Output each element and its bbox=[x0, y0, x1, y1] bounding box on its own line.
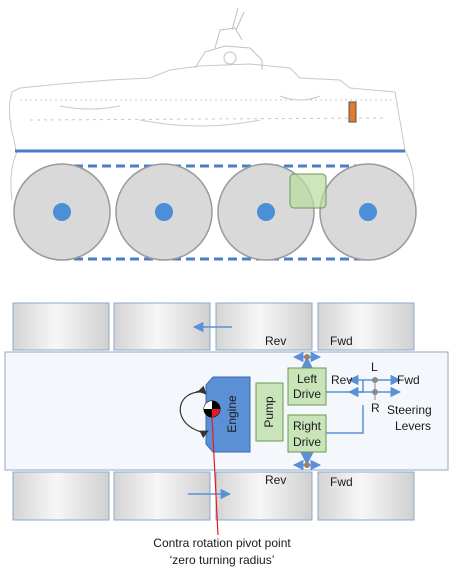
track-panel bbox=[317, 471, 415, 521]
drive-location-highlight bbox=[289, 173, 327, 209]
left-drive-box: Left Drive bbox=[287, 367, 327, 406]
rotation-arrow-icon bbox=[195, 385, 207, 395]
road-wheels bbox=[13, 163, 417, 261]
lower-track-panels bbox=[12, 471, 415, 521]
left-drive-track-connector bbox=[292, 351, 322, 371]
right-drive-label-line2: Drive bbox=[293, 435, 321, 449]
orange-lever-marker bbox=[348, 101, 357, 123]
rev-label-top: Rev bbox=[265, 334, 286, 348]
lever-r-label: R bbox=[371, 401, 380, 415]
left-drive-label-line1: Left bbox=[297, 372, 318, 386]
track-panel bbox=[12, 471, 110, 521]
fwd-label-bottom: Fwd bbox=[330, 475, 353, 489]
wheel-hub bbox=[53, 203, 71, 221]
turret-sketch bbox=[194, 7, 263, 70]
pump-label: Pump bbox=[262, 396, 276, 428]
pump-block: Pump bbox=[255, 382, 284, 442]
engine-block: Engine bbox=[205, 376, 251, 453]
vehicle-side-view bbox=[8, 7, 417, 261]
pivot-leader-line bbox=[211, 416, 219, 536]
track-panel bbox=[113, 471, 211, 521]
rev-label-bottom: Rev bbox=[265, 473, 286, 487]
right-drive-label-line1: Right bbox=[293, 419, 322, 433]
track-panel bbox=[12, 302, 110, 351]
top-down-schematic: Rev Fwd Rev Fwd Engine Pump Left bbox=[4, 302, 449, 567]
wheel-hub bbox=[359, 203, 377, 221]
rotation-arrow-icon bbox=[179, 391, 209, 439]
track-panel bbox=[215, 471, 313, 521]
track-panel bbox=[317, 302, 415, 351]
steering-levers-label-line2: Levers bbox=[395, 419, 431, 433]
fwd-label-mid: Fwd bbox=[397, 373, 420, 387]
steering-levers-label-line1: Steering bbox=[387, 403, 432, 417]
left-drive-label-line2: Drive bbox=[293, 387, 321, 401]
pivot-point-icon bbox=[203, 400, 221, 418]
engine-label: Engine bbox=[225, 395, 239, 433]
lever-r bbox=[347, 386, 402, 400]
wheel-hub bbox=[257, 203, 275, 221]
right-drive-box: Right Drive bbox=[287, 414, 327, 453]
pivot-caption-line1: Contra rotation pivot point bbox=[153, 536, 291, 550]
wheel-hub bbox=[155, 203, 173, 221]
fwd-label-top: Fwd bbox=[330, 334, 353, 348]
pivot-caption-line2: ‘zero turning radius’ bbox=[170, 553, 275, 567]
right-drive-track-connector bbox=[292, 451, 322, 471]
lever-l-label: L bbox=[371, 360, 378, 374]
rev-label-mid: Rev bbox=[331, 373, 352, 387]
